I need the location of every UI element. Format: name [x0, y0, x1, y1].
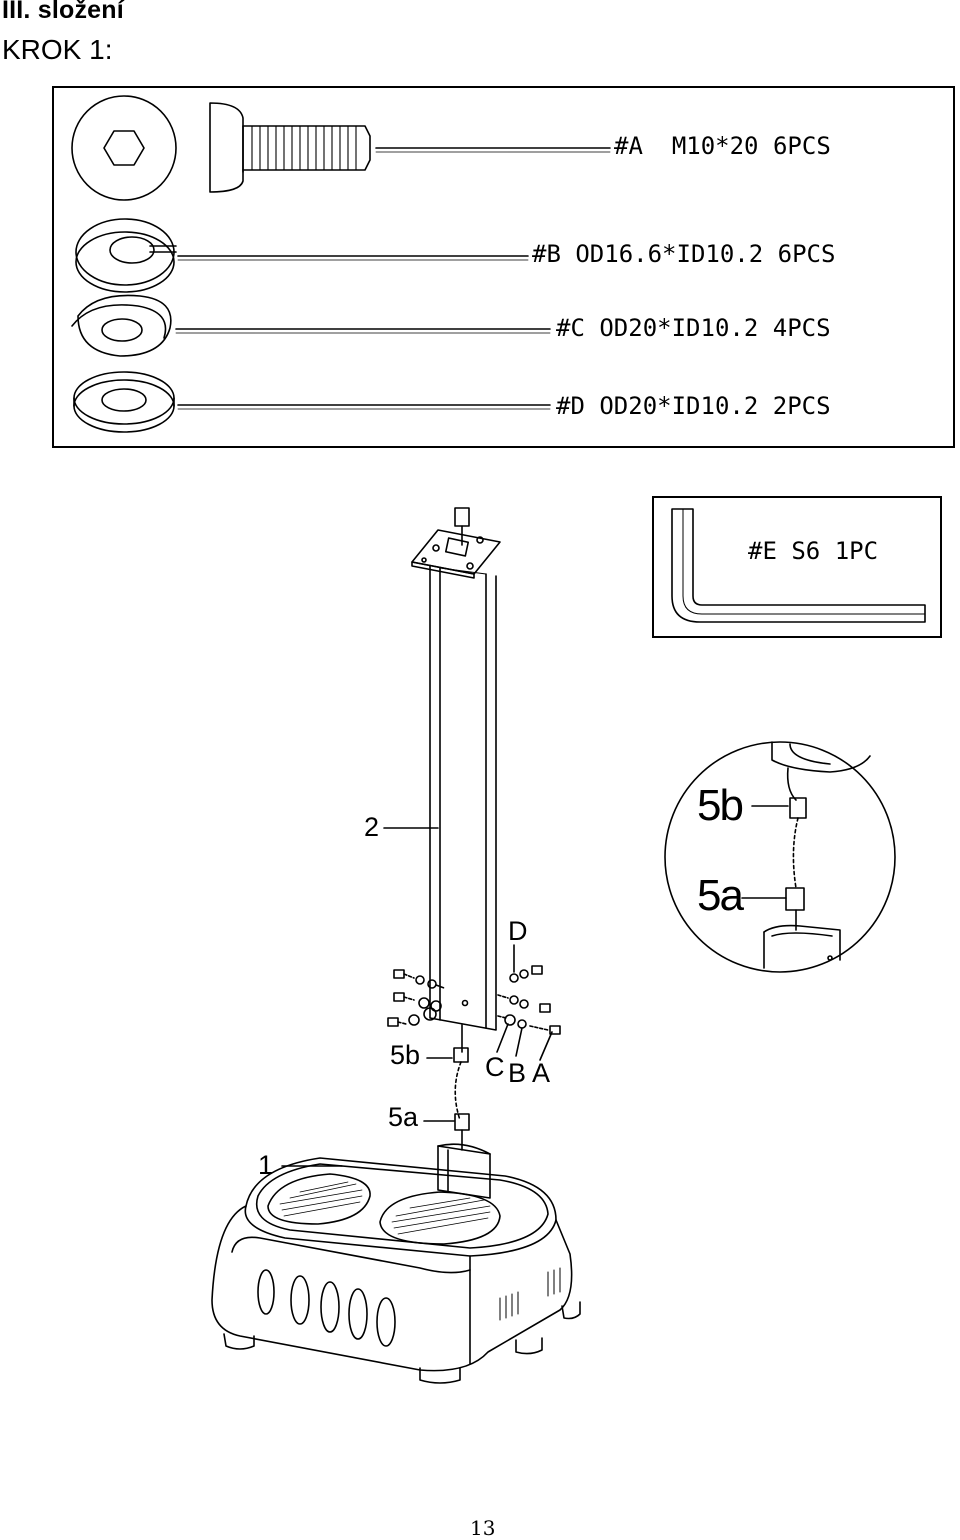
callout-part-5b: 5b: [390, 1040, 421, 1070]
connector-detail-circle: [664, 741, 896, 973]
detail-label-5a: 5a: [697, 871, 744, 920]
tool-e-label: #E S6 1PC: [748, 537, 879, 565]
curved-washer-icon: [71, 294, 172, 357]
part-d-label: #D OD20*ID10.2 2PCS: [556, 392, 831, 420]
connector-5b: [453, 1047, 469, 1063]
callout-hardware-d: D: [508, 916, 528, 946]
part-a-label: #A M10*20 6PCS: [614, 132, 831, 160]
callout-hardware-a: A: [532, 1058, 551, 1088]
hardware-right: [497, 965, 561, 1035]
callout-part-5a: 5a: [388, 1102, 419, 1132]
hardware-left: [387, 969, 445, 1027]
callout-part-1: 1: [258, 1150, 274, 1180]
column-part-2: [411, 507, 501, 1031]
callout-part-2: 2: [364, 812, 380, 842]
callout-hardware-b: B: [508, 1058, 527, 1088]
flat-washer-icon: [73, 371, 175, 433]
part-c-label: #C OD20*ID10.2 4PCS: [556, 314, 831, 342]
connector-5a: [454, 1113, 470, 1131]
callout-hardware-c: C: [485, 1052, 505, 1082]
bolt-icon: [71, 95, 371, 201]
part-b-label: #B OD16.6*ID10.2 6PCS: [532, 240, 836, 268]
page-title: III. složení: [2, 0, 124, 24]
detail-label-5b: 5b: [697, 781, 744, 830]
parts-list-box: [52, 86, 955, 448]
step-label: KROK 1:: [2, 34, 113, 65]
base-part-1: [211, 1143, 581, 1384]
allen-key-icon: [671, 508, 926, 623]
tool-box: [652, 496, 942, 638]
spring-washer-icon: [75, 218, 177, 293]
page-number: 13: [470, 1516, 496, 1540]
